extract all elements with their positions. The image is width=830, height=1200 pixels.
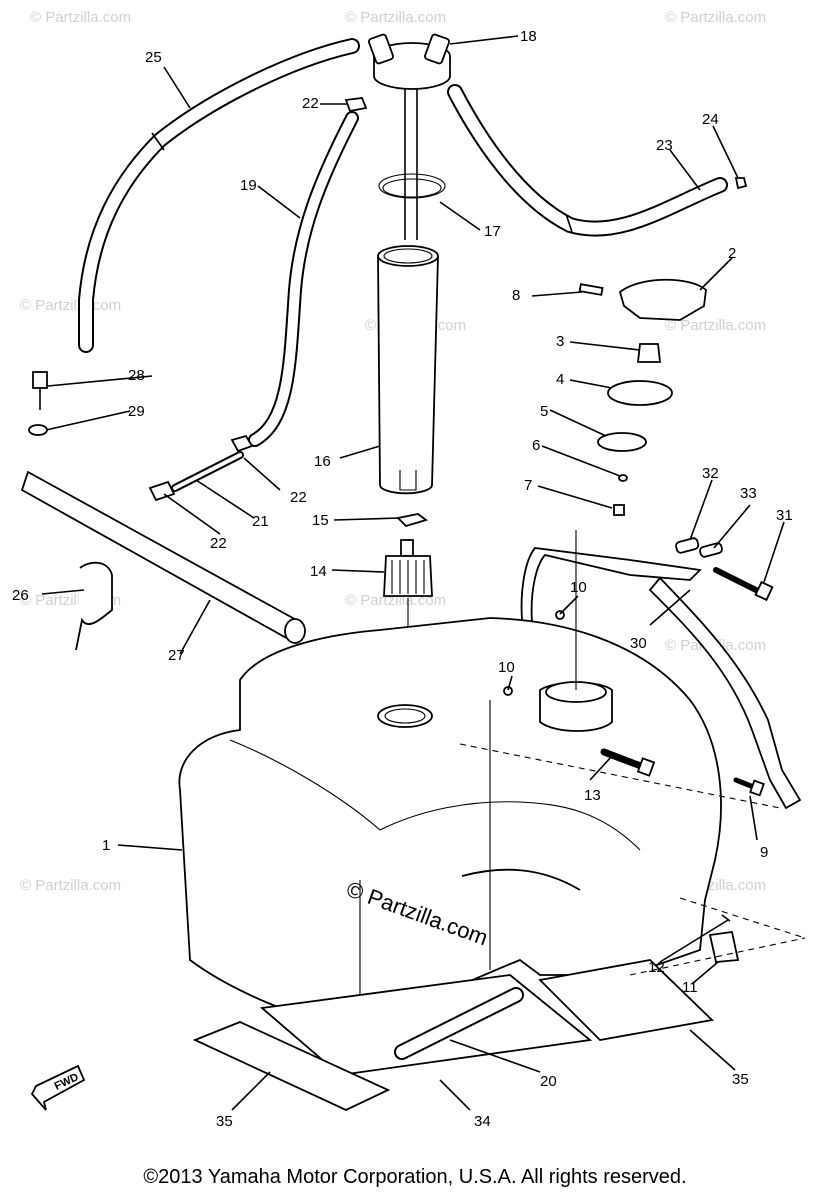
clip-12 xyxy=(721,914,731,922)
fuel-filter-14 xyxy=(383,539,433,597)
callout-15: 15 xyxy=(312,512,329,529)
bar-27 xyxy=(20,470,306,644)
callout-17: 17 xyxy=(484,223,501,240)
copyright-notice: ©2013 Yamaha Motor Corporation, U.S.A. A… xyxy=(143,1166,687,1188)
callout-24: 24 xyxy=(702,111,719,128)
callout-26: 26 xyxy=(12,587,29,604)
callout-25: 25 xyxy=(145,49,162,66)
bracket-30 xyxy=(520,547,802,810)
hose-20 xyxy=(394,987,524,1060)
fitting-24 xyxy=(734,177,748,190)
callout-2: 2 xyxy=(728,245,736,262)
watermark: © Partzilla.com xyxy=(665,317,766,334)
pin-7 xyxy=(613,504,625,516)
callout-13: 13 xyxy=(584,787,601,804)
clip-22 xyxy=(344,97,368,113)
washer-29 xyxy=(28,424,48,436)
callout-34: 34 xyxy=(474,1113,491,1130)
bolt-31 xyxy=(713,567,774,602)
callout-22: 22 xyxy=(302,95,319,112)
fuel-cap-18 xyxy=(368,33,451,240)
grommet-10 xyxy=(503,686,513,696)
callout-4: 4 xyxy=(556,371,564,388)
bolt-9 xyxy=(733,777,765,797)
fuel-cock-body xyxy=(539,681,613,732)
bolt-28 xyxy=(32,371,48,410)
hose-23 xyxy=(447,84,728,237)
watermark: © Partzilla.com xyxy=(20,297,121,314)
callout-29: 29 xyxy=(128,403,145,420)
callout-9: 9 xyxy=(760,844,768,861)
washer-4 xyxy=(607,380,673,406)
leader-lines xyxy=(41,35,785,1111)
callout-20: 20 xyxy=(540,1073,557,1090)
hose-19 xyxy=(248,111,359,447)
callout-22: 22 xyxy=(290,489,307,506)
bolt-13 xyxy=(600,748,656,777)
damper-11 xyxy=(708,930,740,963)
watermark: © Partzilla.com xyxy=(20,877,121,894)
screw-8 xyxy=(578,283,604,296)
watermark: © Partzilla.com xyxy=(30,9,131,26)
callout-14: 14 xyxy=(310,563,327,580)
clip-26 xyxy=(75,561,113,651)
joint-21 xyxy=(171,451,244,492)
callout-35: 35 xyxy=(732,1071,749,1088)
callout-8: 8 xyxy=(512,287,520,304)
callout-11: 11 xyxy=(682,979,698,996)
callout-30: 30 xyxy=(630,635,647,652)
callout-7: 7 xyxy=(524,477,532,494)
pad-35-right xyxy=(538,959,714,1041)
cover-2 xyxy=(618,278,707,321)
callout-6: 6 xyxy=(532,437,540,454)
gasket-5 xyxy=(597,432,647,452)
callout-3: 3 xyxy=(556,333,564,350)
pad-35-left xyxy=(192,1021,391,1111)
clip-22 xyxy=(148,480,176,502)
callout-33: 33 xyxy=(740,485,757,502)
oring-6 xyxy=(618,474,628,482)
callout-18: 18 xyxy=(520,28,537,45)
callout-31: 31 xyxy=(776,507,793,524)
fwd-arrow-icon: FWD xyxy=(30,1064,86,1111)
ring-17 xyxy=(378,173,446,199)
callout-28: 28 xyxy=(128,367,145,384)
callout-35: 35 xyxy=(216,1113,233,1130)
dashed-guide xyxy=(629,937,806,976)
callout-10: 10 xyxy=(570,579,587,596)
clip-15 xyxy=(396,513,428,528)
collar-32 xyxy=(675,537,700,554)
callout-19: 19 xyxy=(240,177,257,194)
callout-27: 27 xyxy=(168,647,185,664)
watermark: © Partzilla.com xyxy=(665,9,766,26)
callout-22: 22 xyxy=(210,535,227,552)
watermark: © Partzilla.com xyxy=(345,9,446,26)
callout-32: 32 xyxy=(702,465,719,482)
callout-labels: 18 25 22 19 17 23 24 2 8 3 4 5 6 7 16 15… xyxy=(12,28,793,1130)
callout-1: 1 xyxy=(102,837,110,854)
vent-hose-25 xyxy=(78,38,360,353)
callout-12: 12 xyxy=(648,959,665,976)
strainer-tube-16 xyxy=(377,245,439,495)
callout-21: 21 xyxy=(252,513,269,530)
collar-33 xyxy=(699,542,723,558)
callout-16: 16 xyxy=(314,453,331,470)
clip-22 xyxy=(230,434,254,453)
callout-5: 5 xyxy=(540,403,548,420)
callout-10: 10 xyxy=(498,659,515,676)
callout-23: 23 xyxy=(656,137,673,154)
spring-3 xyxy=(636,343,662,363)
